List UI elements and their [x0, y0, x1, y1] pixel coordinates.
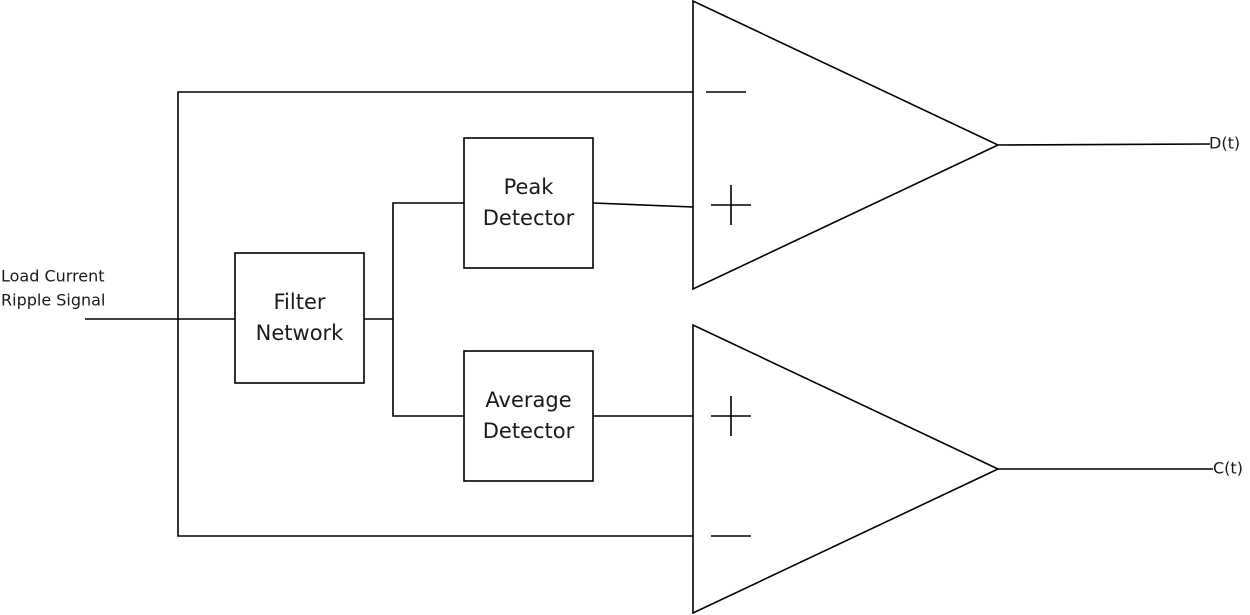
peak-detector-block: Peak Detector [463, 137, 594, 269]
average-detector-label-line1: Average [485, 388, 571, 412]
bottom-comparator [692, 323, 1000, 615]
average-detector-block: Average Detector [463, 350, 594, 482]
splitter-wire [392, 202, 464, 417]
bottom-bypass-wire [177, 319, 693, 537]
average-detector-label-line2: Detector [483, 419, 575, 443]
top-comparator [692, 0, 1000, 291]
output-label-d: D(t) [1209, 134, 1240, 153]
peak-output-wire [592, 202, 694, 208]
input-label-line1: Load Current [1, 267, 105, 286]
input-label-line2: Ripple Signal [1, 291, 105, 310]
filter-network-label-line1: Filter [273, 290, 325, 314]
filter-network-label-line2: Network [256, 321, 345, 345]
peak-detector-label-line2: Detector [483, 206, 575, 230]
output-label-c: C(t) [1213, 459, 1243, 478]
peak-detector-label-line1: Peak [504, 175, 555, 199]
top-bypass-wire [177, 91, 693, 319]
top-output-wire [997, 143, 1211, 146]
filter-network-block: Filter Network [234, 252, 365, 384]
